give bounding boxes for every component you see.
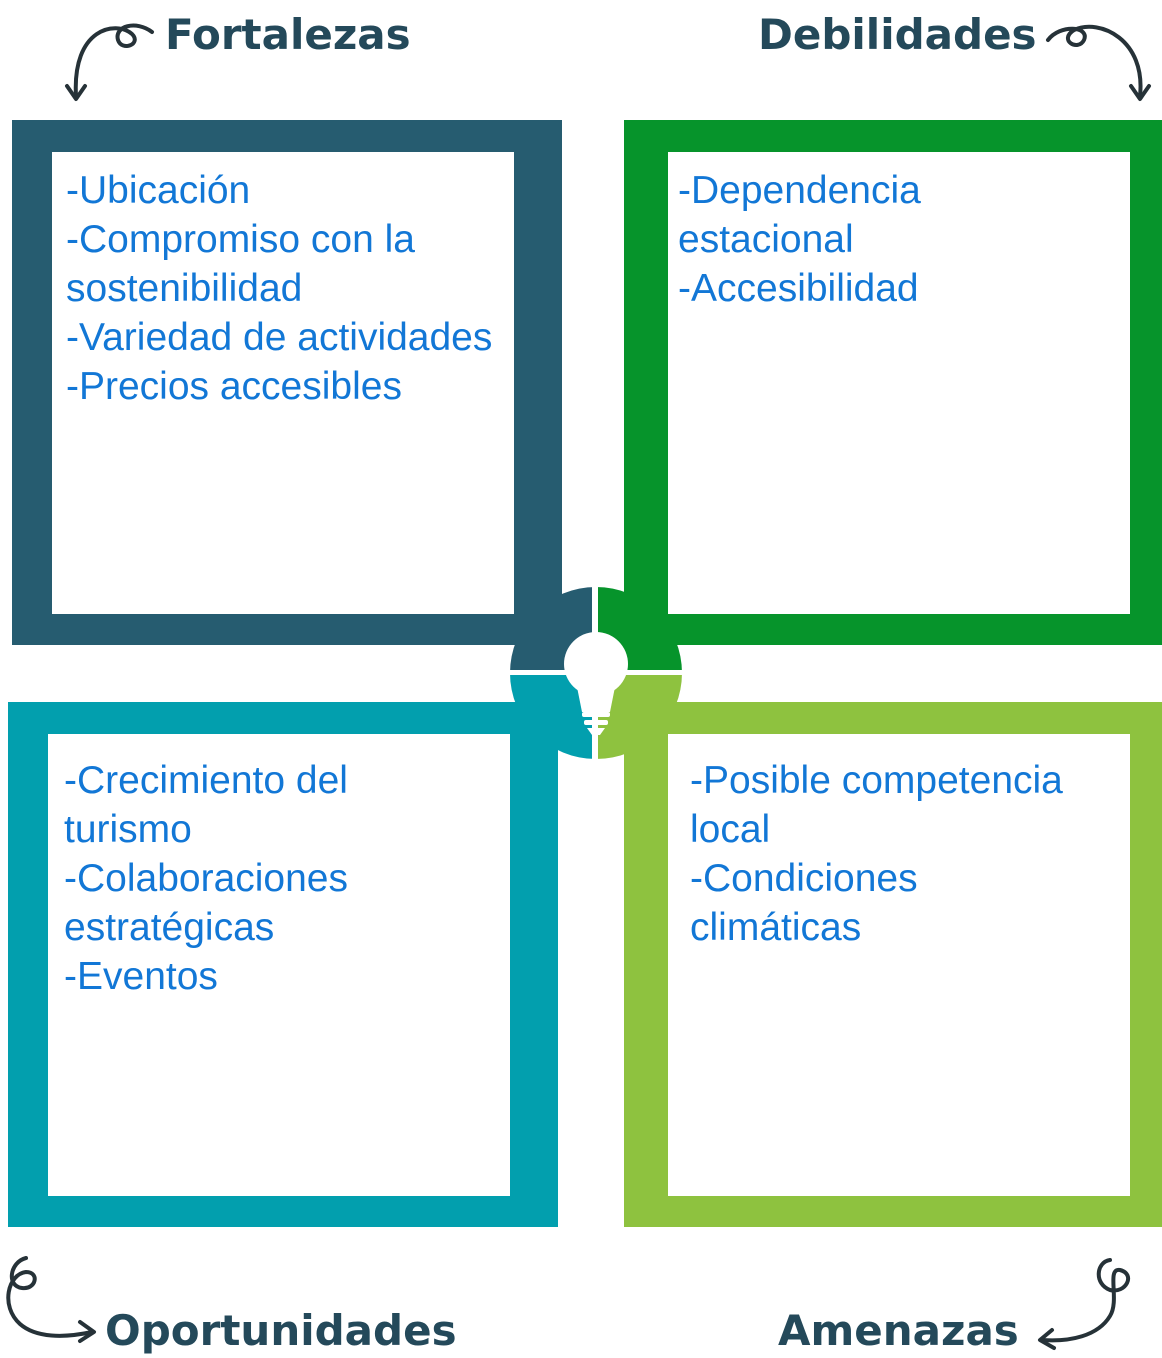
vertical-separator (592, 0, 598, 1358)
list-item: -Eventos (64, 955, 218, 998)
list-item: -Posible competencia local (690, 759, 1063, 851)
curly-arrow-icon (1038, 1258, 1131, 1350)
fortalezas-title: Fortalezas (165, 10, 411, 59)
quadrant-amenazas: -Posible competencia local -Condiciones … (624, 702, 1162, 1227)
curly-arrow-icon (6, 1256, 96, 1343)
quadrant-debilidades: -Dependencia estacional -Accesibilidad (624, 120, 1162, 645)
oportunidades-title: Oportunidades (105, 1306, 457, 1355)
debilidades-title: Debilidades (758, 10, 1037, 59)
list-item: -Crecimiento del turismo (64, 759, 348, 851)
list-item: -Colaboraciones estratégicas (64, 857, 348, 949)
oportunidades-content-box: -Crecimiento del turismo -Colaboraciones… (48, 734, 510, 1196)
debilidades-content-box: -Dependencia estacional -Accesibilidad (668, 152, 1130, 614)
fortalezas-content-box: -Ubicación -Compromiso con la sostenibil… (52, 152, 514, 614)
list-item: -Ubicación (66, 169, 251, 212)
quadrant-oportunidades: -Crecimiento del turismo -Colaboraciones… (8, 702, 558, 1227)
amenazas-content-box: -Posible competencia local -Condiciones … (668, 734, 1130, 1196)
list-item: -Precios accesibles (66, 365, 402, 408)
amenazas-title: Amenazas (778, 1306, 1019, 1355)
fortalezas-list: -Ubicación -Compromiso con la sostenibil… (66, 166, 506, 411)
list-item: -Variedad de actividades (66, 316, 493, 359)
list-item: -Compromiso con la sostenibilidad (66, 218, 415, 310)
quadrant-fortalezas: -Ubicación -Compromiso con la sostenibil… (12, 120, 562, 645)
curly-arrow-icon (1046, 24, 1151, 101)
list-item: -Accesibilidad (678, 267, 919, 310)
curly-arrow-icon (65, 23, 154, 101)
oportunidades-list: -Crecimiento del turismo -Colaboraciones… (64, 756, 404, 1001)
debilidades-list: -Dependencia estacional -Accesibilidad (678, 166, 978, 313)
horizontal-separator (0, 670, 1162, 675)
lightbulb-icon (564, 632, 628, 735)
list-item: -Condiciones climáticas (690, 857, 918, 949)
amenazas-list: -Posible competencia local -Condiciones … (690, 756, 1070, 952)
list-item: -Dependencia estacional (678, 169, 921, 261)
